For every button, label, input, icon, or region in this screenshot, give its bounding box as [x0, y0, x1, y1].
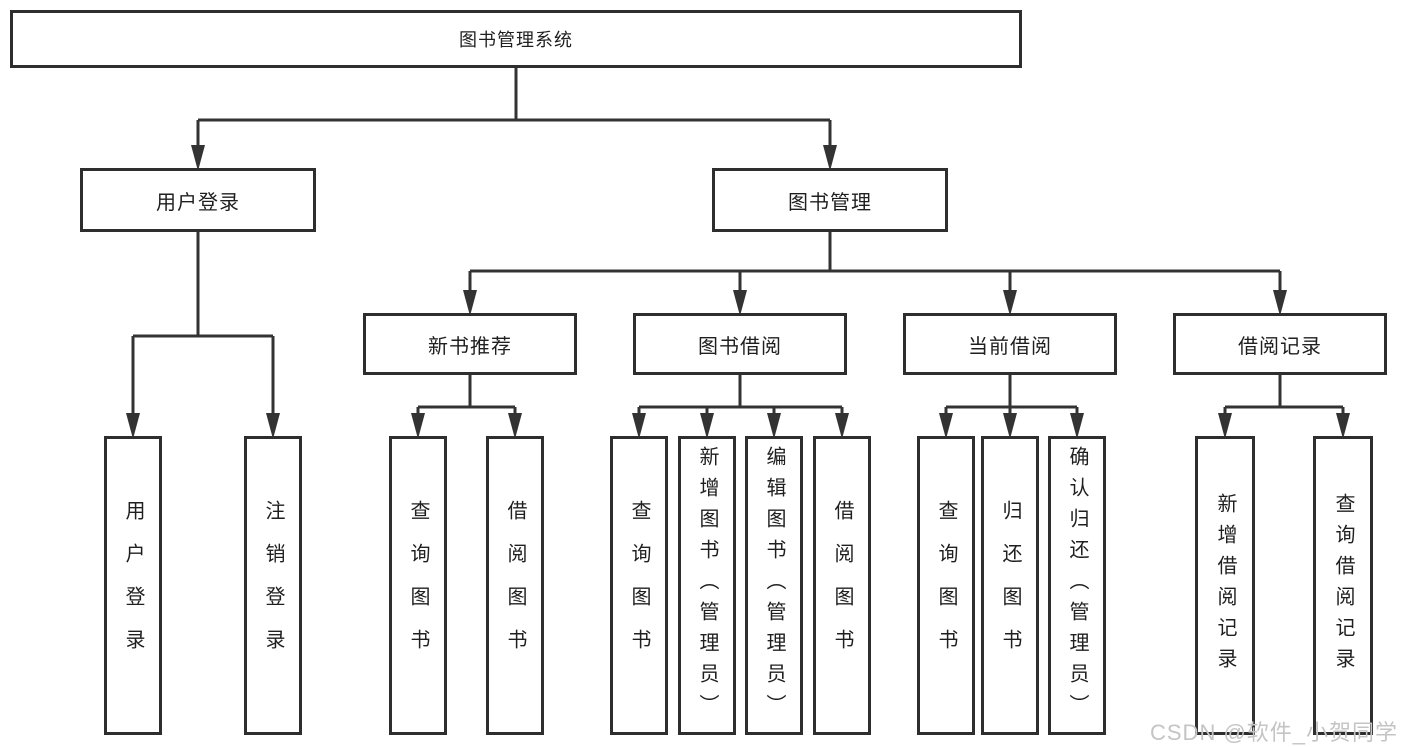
node-label: 查询图书	[935, 499, 957, 672]
node-label: 归还图书	[999, 499, 1021, 672]
node-label: 借阅图书	[504, 499, 526, 672]
node-label: 确认归还（管理员）	[1066, 446, 1088, 725]
node-label: 新书推荐	[428, 335, 512, 358]
node-label: 借阅图书	[831, 499, 853, 672]
leaf-query-books-borrowing: 查询图书	[610, 436, 668, 735]
node-label: 图书管理系统	[459, 30, 573, 50]
leaf-add-borrow-record: 新增借阅记录	[1195, 436, 1255, 735]
node-label: 查询图书	[628, 499, 650, 672]
leaf-confirm-return-admin: 确认归还（管理员）	[1048, 436, 1106, 735]
leaf-user-login: 用户登录	[104, 436, 162, 735]
leaf-borrow-books: 借阅图书	[813, 436, 871, 735]
leaf-logout-login: 注销登录	[244, 436, 302, 735]
node-label: 用户登录	[156, 191, 240, 214]
leaf-add-books-admin: 新增图书（管理员）	[678, 436, 736, 735]
leaf-return-books: 归还图书	[981, 436, 1039, 735]
leaf-query-books-current: 查询图书	[917, 436, 975, 735]
node-label: 查询图书	[407, 499, 429, 672]
leaf-borrow-books-recommend: 借阅图书	[486, 436, 544, 735]
node-borrowing-records: 借阅记录	[1173, 313, 1387, 375]
arrowheads	[126, 145, 1350, 439]
leaf-query-borrow-record: 查询借阅记录	[1313, 436, 1373, 735]
node-label: 图书管理	[788, 191, 872, 214]
node-label: 查询借阅记录	[1332, 492, 1354, 679]
node-label: 注销登录	[262, 499, 284, 672]
node-current-borrowing: 当前借阅	[903, 313, 1117, 375]
node-label: 新增借阅记录	[1214, 492, 1236, 679]
node-label: 借阅记录	[1238, 335, 1322, 358]
node-label: 新增图书（管理员）	[696, 446, 718, 725]
node-label: 编辑图书（管理员）	[763, 446, 785, 725]
node-label: 当前借阅	[968, 335, 1052, 358]
node-book-borrowing: 图书借阅	[633, 313, 847, 375]
node-label: 用户登录	[122, 499, 144, 672]
node-user-login: 用户登录	[80, 168, 316, 232]
leaf-edit-books-admin: 编辑图书（管理员）	[745, 436, 803, 735]
node-book-management: 图书管理	[712, 168, 948, 232]
node-new-book-recommend: 新书推荐	[363, 313, 577, 375]
leaf-query-books-recommend: 查询图书	[389, 436, 447, 735]
node-label: 图书借阅	[698, 335, 782, 358]
watermark: CSDN @软件_小贺同学	[1150, 720, 1399, 745]
node-library-management-system: 图书管理系统	[10, 10, 1022, 68]
